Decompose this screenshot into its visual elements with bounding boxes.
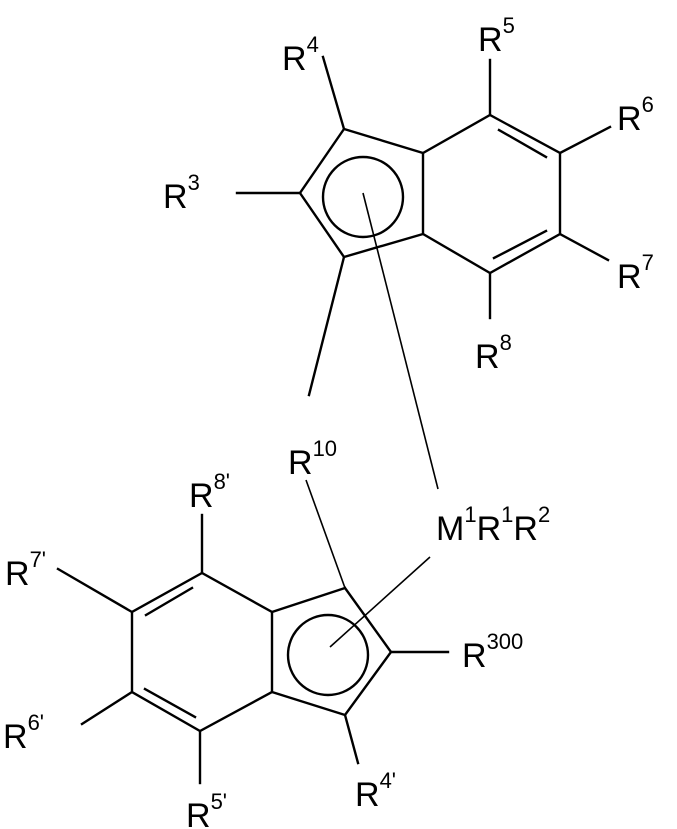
label-r3: R3 [163,170,200,216]
bridge-bond-top [307,255,346,397]
label-r8-prime: R8' [189,469,230,515]
label-r5-prime: R5' [186,789,227,829]
label-r7-prime: R7' [5,547,46,593]
bottom-aromatic-circle [286,613,370,697]
bridge-bond-bottom [305,479,346,589]
top-indenyl [235,55,612,320]
label-metal-m1r1r2: M1R1R2 [436,502,550,548]
label-r6-prime: R6' [3,710,44,756]
label-r10: R10 [288,436,337,482]
label-r4: R4 [282,32,319,78]
label-r7: R7 [617,250,654,296]
metal-bond-bottom [329,556,431,648]
label-r8: R8 [475,330,512,376]
label-r300: R300 [462,629,523,675]
label-r6: R6 [617,92,654,138]
label-r5: R5 [478,13,515,59]
top-aromatic-circle [321,155,405,239]
metal-bond-top [362,192,439,490]
bottom-indenyl [56,513,450,785]
label-r4-prime: R4' [355,768,396,814]
